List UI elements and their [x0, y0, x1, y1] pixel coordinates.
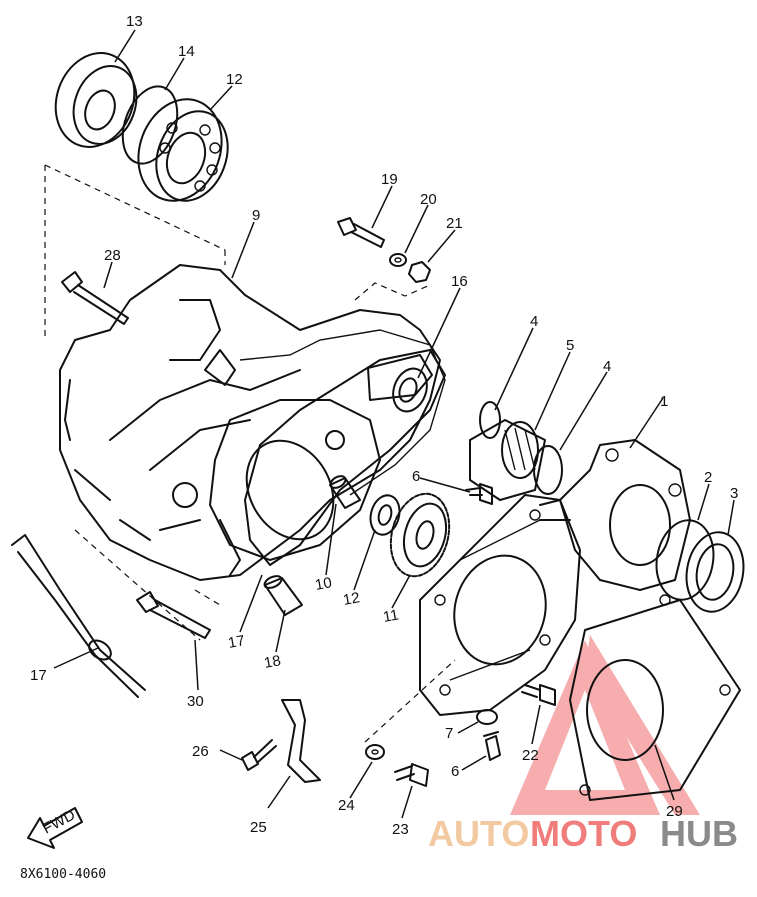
bolt-20 [337, 217, 385, 248]
label-30: 30 [187, 693, 204, 710]
bearing-3 [685, 531, 745, 613]
screw-7 [483, 731, 501, 761]
circlip-4-lower [533, 445, 563, 495]
label-13: 12 [226, 71, 243, 88]
watermark-logo: AUTO MOTO HUB [428, 813, 738, 854]
label-29: 28 [104, 247, 121, 264]
washer-21 [389, 253, 407, 267]
part-number-labels: 13 14 12 9 28 19 20 21 16 4 5 4 1 2 3 6 … [30, 13, 738, 838]
label-20: 19 [381, 171, 398, 188]
leader-lines [53, 29, 735, 819]
watermark-part-hub: HUB [660, 813, 738, 854]
bearing-14 [54, 52, 138, 148]
label-4-lower: 4 [603, 358, 611, 375]
label-28: 29 [666, 803, 683, 820]
label-18: 17 [227, 632, 246, 652]
bolt-24 [394, 763, 429, 787]
label-25: 24 [338, 797, 355, 814]
nut-22 [408, 261, 431, 283]
oil-seal-16 [392, 367, 428, 413]
dowel-pin-10 [329, 475, 361, 509]
label-17: 17 [30, 667, 47, 684]
label-6: 6 [412, 468, 420, 485]
label-14: 13 [126, 13, 143, 30]
watermark-part-moto: MOTO [530, 813, 637, 854]
label-19: 18 [263, 652, 282, 672]
label-27: 26 [192, 743, 209, 760]
label-4-upper: 4 [530, 313, 538, 330]
label-12: 12 [342, 589, 361, 609]
spring-5 [469, 419, 546, 501]
label-26: 25 [250, 819, 267, 836]
cover-plate [419, 494, 581, 716]
label-7: 6 [451, 763, 459, 780]
dowel-19 [263, 575, 303, 616]
label-10: 10 [314, 574, 333, 594]
crankcase-9 [59, 264, 446, 581]
label-21: 20 [420, 191, 437, 208]
gear-11 [389, 492, 451, 578]
gasket-18 [244, 349, 446, 566]
bracket-26 [281, 699, 321, 783]
label-3: 3 [730, 485, 738, 502]
bolt-6 [465, 483, 493, 505]
fwd-label: FWD [40, 806, 78, 837]
washer-25 [365, 744, 385, 760]
label-23: 22 [522, 747, 539, 764]
label-8: 7 [445, 725, 453, 742]
watermark-triangle-icon [510, 635, 700, 815]
washer-8 [476, 709, 498, 725]
bearing-13 [137, 98, 229, 202]
fwd-arrow-icon: FWD [27, 806, 83, 849]
figure-code: 8X6100-4060 [20, 867, 106, 882]
bearing-12 [369, 494, 401, 536]
watermark-part-auto: AUTO [428, 813, 529, 854]
bolt-23 [521, 684, 556, 706]
label-9: 9 [252, 207, 260, 224]
circlip-4-upper [479, 401, 501, 439]
bolt-29 [61, 271, 129, 325]
circlip-15 [121, 85, 179, 165]
housing-1 [539, 439, 691, 591]
seal-2 [655, 519, 715, 601]
label-24: 23 [392, 821, 409, 838]
label-1: 1 [660, 393, 668, 410]
bolt-30 [136, 591, 211, 639]
label-22: 21 [446, 215, 463, 232]
label-5: 5 [566, 337, 574, 354]
dipstick-17 [11, 534, 146, 698]
label-11: 11 [382, 606, 400, 625]
bolt-27 [241, 739, 277, 771]
label-16: 16 [451, 273, 468, 290]
label-2: 2 [704, 469, 712, 486]
label-15: 14 [178, 43, 195, 60]
gasket-28 [569, 594, 741, 801]
